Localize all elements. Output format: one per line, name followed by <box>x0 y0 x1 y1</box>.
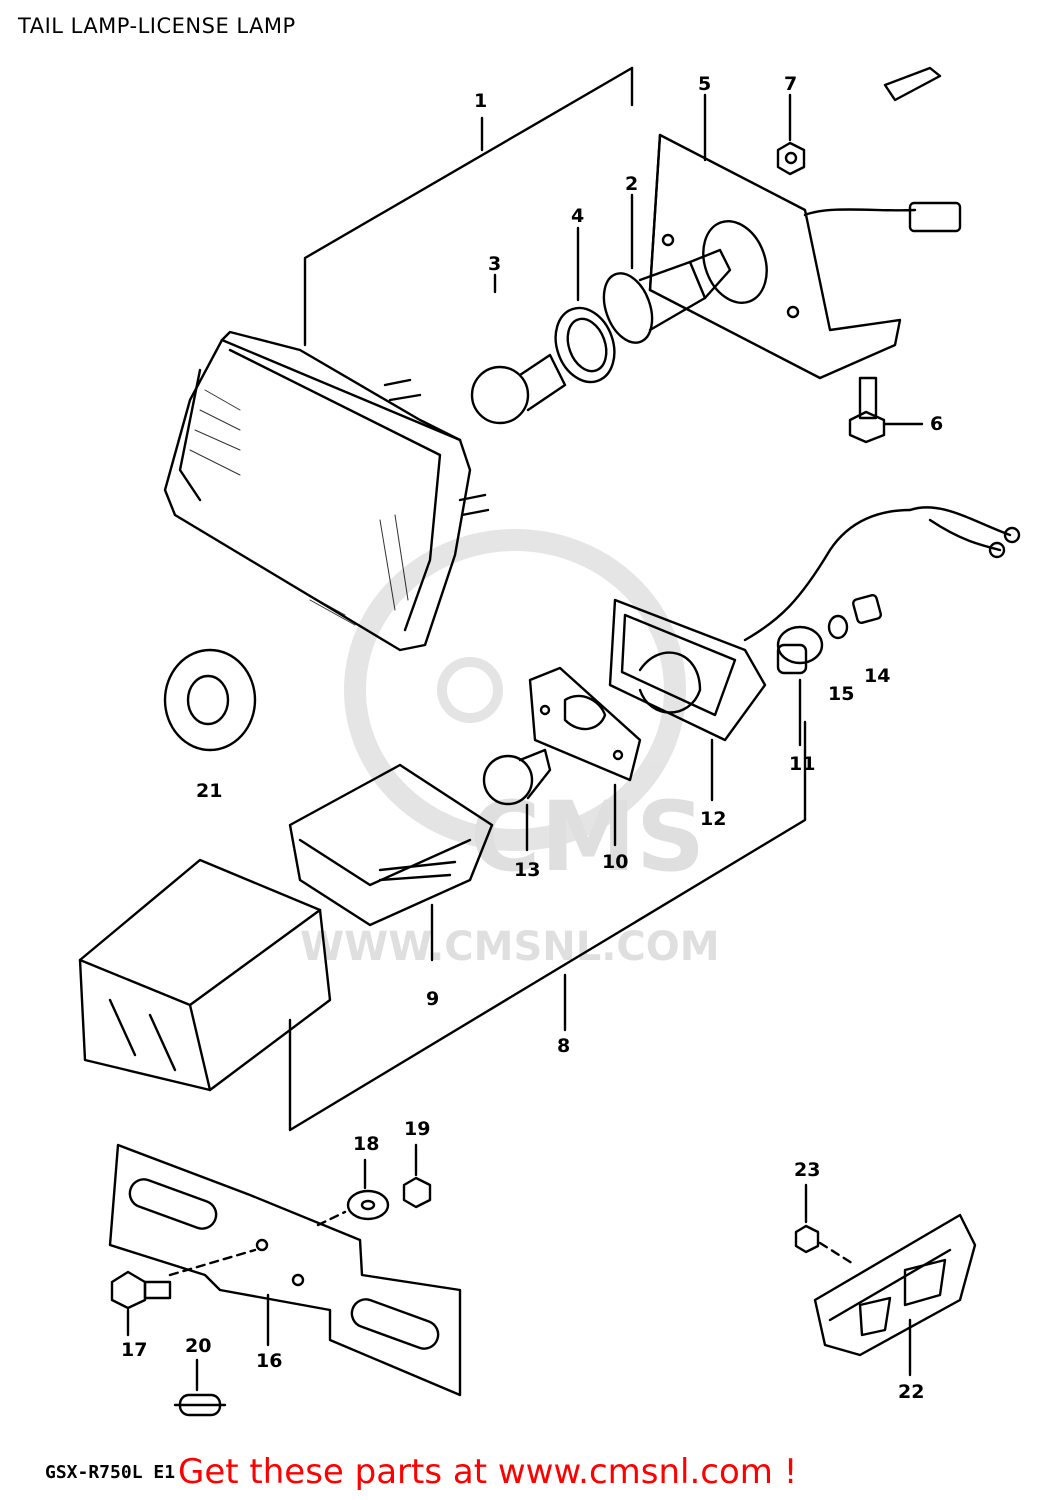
callout-4: 4 <box>571 205 584 227</box>
callout-17: 17 <box>121 1339 147 1361</box>
nut-23 <box>794 1224 820 1254</box>
bulb-socket <box>602 248 732 344</box>
tail-lamp-lens <box>163 330 490 652</box>
bolt-6 <box>848 376 886 444</box>
callout-14: 14 <box>864 665 890 687</box>
watermark: CMS WWW.CMSNL.COM <box>300 529 720 970</box>
callout-labels: 1 2 3 4 5 6 7 8 9 10 11 12 13 14 15 16 1… <box>121 73 943 1403</box>
model-code: GSX-R750L E1 <box>45 1462 175 1483</box>
washer-18 <box>346 1189 390 1221</box>
callout-1: 1 <box>474 90 487 112</box>
lens-gasket <box>528 666 642 782</box>
diagram-title: TAIL LAMP-LICENSE LAMP <box>18 14 296 38</box>
callout-3: 3 <box>488 253 501 275</box>
callout-2: 2 <box>625 173 638 195</box>
bulb-20 <box>173 1393 227 1417</box>
watermark-logo-ring <box>344 529 686 851</box>
washer-15 <box>827 614 849 640</box>
callout-7: 7 <box>784 73 797 95</box>
front-arrow-icon <box>883 66 942 102</box>
callout-21: 21 <box>196 780 222 802</box>
parts-link-banner[interactable]: Get these parts at www.cmsnl.com ! <box>178 1452 798 1492</box>
nut-19 <box>402 1176 432 1209</box>
grommet-11 <box>776 625 824 675</box>
callout-20: 20 <box>185 1335 211 1357</box>
watermark-logo-eye <box>437 657 503 723</box>
watermark-brand: CMS <box>470 781 705 893</box>
spacer-14 <box>852 594 882 624</box>
grommet-21 <box>163 648 257 752</box>
callout-22: 22 <box>898 1381 924 1403</box>
bolt-17 <box>110 1270 172 1310</box>
reflector <box>813 1213 977 1357</box>
callout-10: 10 <box>602 851 628 873</box>
callout-6: 6 <box>930 413 943 435</box>
leader-8-bracket <box>288 720 807 1132</box>
watermark-url: WWW.CMSNL.COM <box>300 924 720 970</box>
callout-18: 18 <box>353 1133 379 1155</box>
leader-1-left <box>303 66 634 347</box>
lamp-bracket <box>648 133 962 380</box>
callout-8: 8 <box>557 1035 570 1057</box>
leader-18-axis <box>316 1210 347 1227</box>
tail-bulb <box>470 353 567 425</box>
nut-7 <box>776 141 806 176</box>
callout-9: 9 <box>426 988 439 1010</box>
socket-gasket <box>554 306 616 384</box>
leader-17-axis <box>168 1248 257 1277</box>
leader-23-axis <box>818 1241 857 1267</box>
callout-15: 15 <box>828 683 854 705</box>
license-lens <box>288 763 494 927</box>
license-lamp-case <box>78 858 332 1092</box>
callout-16: 16 <box>256 1350 282 1372</box>
callout-12: 12 <box>700 808 726 830</box>
license-bulb <box>482 748 552 806</box>
callout-11: 11 <box>789 753 815 775</box>
callout-23: 23 <box>794 1159 820 1181</box>
callout-13: 13 <box>514 859 540 881</box>
license-lamp-housing <box>608 506 1021 742</box>
callout-19: 19 <box>404 1118 430 1140</box>
callout-5: 5 <box>698 73 711 95</box>
